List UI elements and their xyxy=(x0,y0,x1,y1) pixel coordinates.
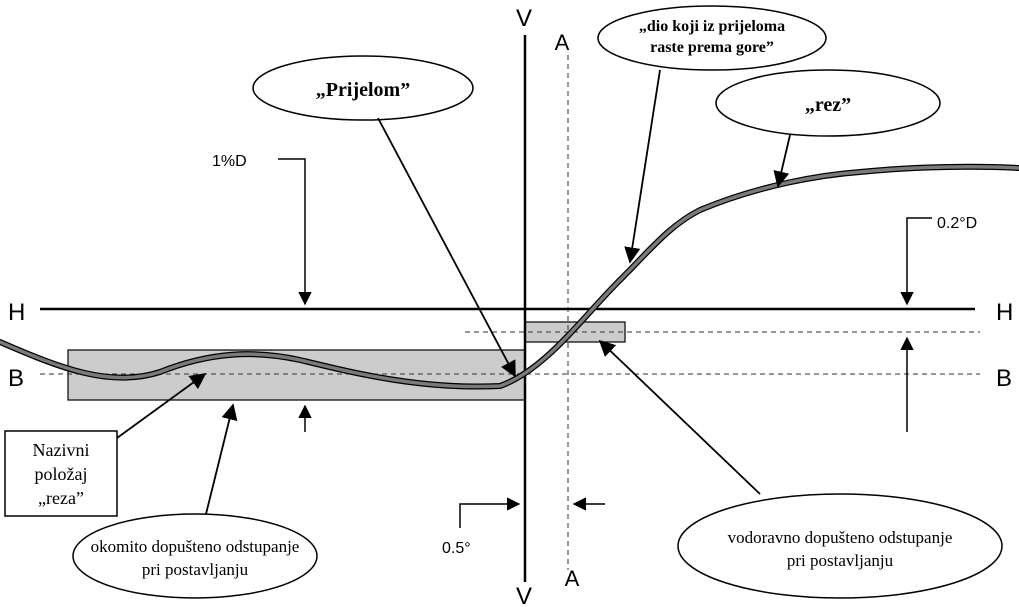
b-left-label: B xyxy=(8,365,24,392)
one-percent-d-label: 1%D xyxy=(212,153,247,170)
horizontal-tolerance-text-2: pri postavljanju xyxy=(787,551,894,570)
rising-part-callout xyxy=(597,5,827,71)
rez-text: „rez” xyxy=(805,94,851,116)
one-percent-d-arrow xyxy=(278,158,312,306)
horizontal-tolerance-pointer xyxy=(598,339,761,495)
vertical-tolerance-text-1: okomito dopušteno odstupanje xyxy=(91,537,300,556)
nominal-position-pointer xyxy=(116,373,207,439)
h-left-label: H xyxy=(8,299,25,326)
rising-part-pointer xyxy=(624,69,661,264)
nominal-position-text-1: Nazivni xyxy=(33,440,90,460)
zero-five-deg-left-arrow xyxy=(459,497,521,528)
vertical-tolerance-callout xyxy=(72,513,318,599)
rez-pointer xyxy=(773,134,791,188)
v-top-label: V xyxy=(516,5,532,32)
a-top-label: A xyxy=(555,30,570,55)
zero-five-deg-label: 0.5° xyxy=(442,540,471,557)
v-bottom-label: V xyxy=(516,583,532,607)
rising-part-text-2: raste prema gore” xyxy=(650,39,774,56)
zero-two-deg-d-arrow xyxy=(900,217,932,306)
horizontal-tolerance-text-1: vodoravno dopušteno odstupanje xyxy=(728,528,953,547)
prijelom-callout xyxy=(252,55,474,121)
nominal-position-box xyxy=(4,430,118,517)
b-right-label: B xyxy=(996,365,1012,392)
vertical-tolerance-text-2: pri postavljanju xyxy=(142,560,249,579)
h-right-label: H xyxy=(996,299,1013,326)
nominal-position-text-3: „reza” xyxy=(38,488,84,508)
vertical-tolerance-pointer xyxy=(205,403,238,515)
rez-callout xyxy=(715,69,941,137)
prijelom-text: „Prijelom” xyxy=(316,79,410,101)
nominal-position-text-2: položaj xyxy=(35,464,88,484)
prijelom-pointer xyxy=(377,117,516,378)
rising-part-text-1: „dio koji iz prijeloma xyxy=(639,18,785,35)
zero-two-deg-d-label: 0.2°D xyxy=(937,215,977,232)
a-bottom-label: A xyxy=(565,566,580,591)
horizontal-tolerance-callout xyxy=(677,493,1003,599)
